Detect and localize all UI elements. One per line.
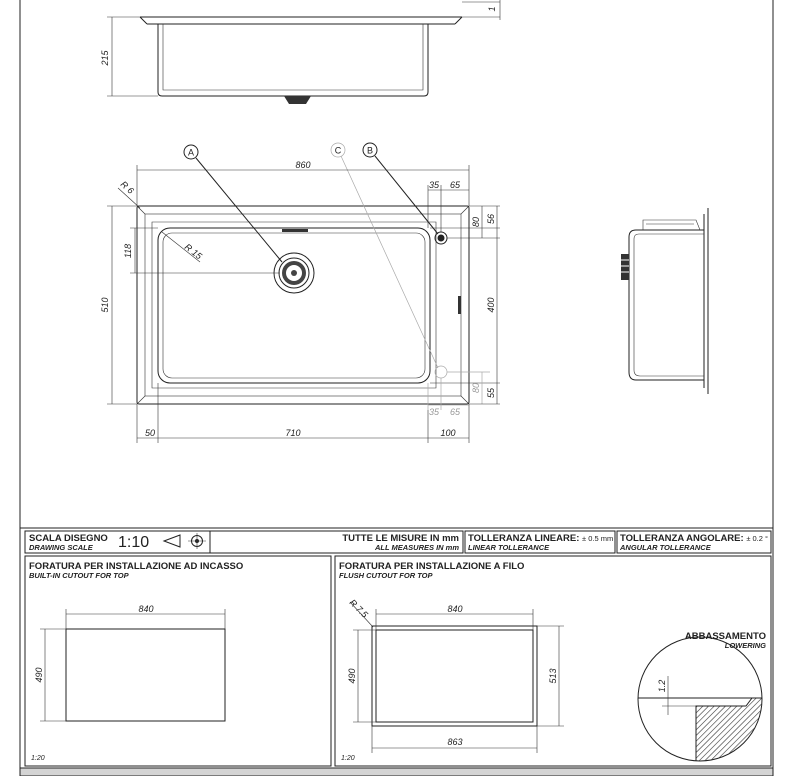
- flush-outer-height-dim: 513: [548, 668, 558, 683]
- angular-tolerance-value: ± 0.2 °: [746, 534, 768, 543]
- flush-outer-width-dim: 863: [447, 737, 462, 747]
- scale-value: 1:10: [118, 534, 149, 551]
- projection-symbol-icon: [162, 533, 206, 549]
- scale-label-en: DRAWING SCALE: [29, 543, 94, 552]
- bowl-radius-dim: R 15: [183, 242, 205, 262]
- lowering-detail-icon: [637, 636, 763, 762]
- measures-label-en: ALL MEASURES IN mm: [374, 543, 459, 552]
- plan-view: A C B 860 R 6 510 118 R 15 35 65: [100, 142, 500, 443]
- bottom-dim-100: 100: [440, 428, 455, 438]
- linear-tolerance-label: TOLLERANZA LINEARE: ± 0.5 mm: [468, 533, 613, 544]
- flush-inner-width-dim: 840: [447, 604, 462, 614]
- builtin-cutout-panel: FORATURA PER INSTALLAZIONE AD INCASSO BU…: [24, 555, 332, 767]
- plan-width-dim: 860: [295, 160, 310, 170]
- tap-hole-icon: [434, 231, 448, 245]
- flush-cutout-title: FORATURA PER INSTALLAZIONE A FILO: [339, 561, 524, 572]
- angular-tolerance-label: TOLLERANZA ANGOLARE: ± 0.2 °: [620, 533, 768, 544]
- builtin-cutout-title: FORATURA PER INSTALLAZIONE AD INCASSO: [29, 561, 243, 572]
- tap-dim-65: 65: [450, 180, 461, 190]
- top-depth-dim: 215: [100, 50, 110, 67]
- bottom-gray-dim-65: 65: [450, 407, 461, 417]
- drain-offset-dim: 118: [123, 244, 133, 258]
- right-dim-56: 56: [486, 214, 496, 224]
- marker-c: C: [335, 146, 342, 156]
- corner-radius-dim: R 6: [119, 179, 136, 196]
- flush-inner-height-dim: 490: [347, 668, 357, 683]
- bottom-dim-710: 710: [285, 428, 300, 438]
- tap-dim-35: 35: [429, 180, 440, 190]
- bottom-dim-50: 50: [145, 428, 155, 438]
- flush-scale: 1:20: [341, 755, 355, 762]
- builtin-width-dim: 840: [138, 604, 153, 614]
- bowl-height-dim: 400: [486, 297, 496, 312]
- lowering-title-en: LOWERING: [725, 641, 766, 650]
- top-section-view: 215 1: [100, 0, 501, 104]
- lowering-value-dim: 1.2: [657, 680, 667, 693]
- linear-tolerance-en: LINEAR TOLLERANCE: [468, 543, 550, 552]
- bottom-gray-dim-35: 35: [429, 407, 440, 417]
- builtin-height-dim: 490: [34, 667, 44, 682]
- lowering-title: ABBASSAMENTO: [685, 631, 766, 642]
- builtin-cutout-title-en: BUILT-IN CUTOUT FOR TOP: [29, 571, 130, 580]
- flush-cutout-panel: FORATURA PER INSTALLAZIONE A FILO FLUSH …: [334, 555, 772, 767]
- flush-radius-dim: R 7.5: [348, 597, 371, 620]
- marker-b: B: [367, 146, 373, 156]
- alt-tap-hole-icon: [434, 365, 448, 379]
- flush-cutout-title-en: FLUSH CUTOUT FOR TOP: [339, 571, 433, 580]
- scale-label: SCALA DISEGNO: [29, 533, 108, 544]
- info-bar: SCALA DISEGNO DRAWING SCALE 1:10 TUTTE L…: [24, 530, 772, 554]
- side-drain-icon: [621, 254, 629, 280]
- angular-tolerance-en: ANGULAR TOLLERANCE: [619, 543, 712, 552]
- drain-body-icon: [284, 96, 311, 104]
- drawing-frame: [19, 0, 774, 776]
- top-rim-dim: 1: [487, 6, 497, 11]
- right-dim-80: 80: [471, 217, 481, 227]
- right-dim-80-gray: 80: [471, 383, 481, 393]
- right-dim-55: 55: [486, 387, 496, 398]
- marker-a: A: [188, 148, 194, 158]
- measures-label: TUTTE LE MISURE IN mm: [342, 533, 459, 544]
- builtin-scale: 1:20: [31, 755, 45, 762]
- linear-tolerance-value: ± 0.5 mm: [582, 534, 613, 543]
- plan-height-dim: 510: [100, 297, 110, 312]
- side-section-view: [621, 208, 709, 394]
